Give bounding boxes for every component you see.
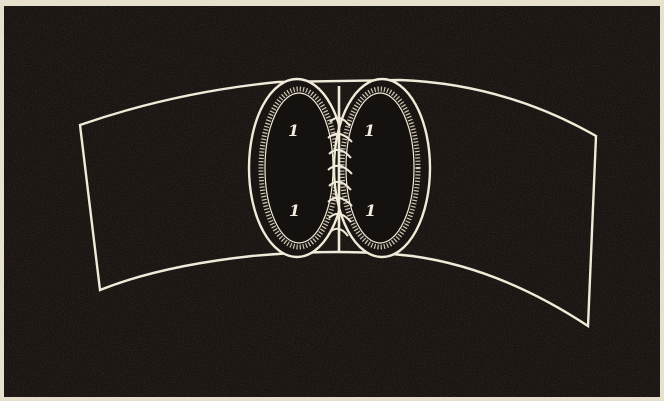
label-bottom-left: 1 xyxy=(289,201,300,220)
label-top-left: 1 xyxy=(288,121,299,140)
label-top-right: 1 xyxy=(364,121,375,140)
right-oval-lobe xyxy=(334,79,430,257)
label-bottom-right: 1 xyxy=(365,201,376,220)
